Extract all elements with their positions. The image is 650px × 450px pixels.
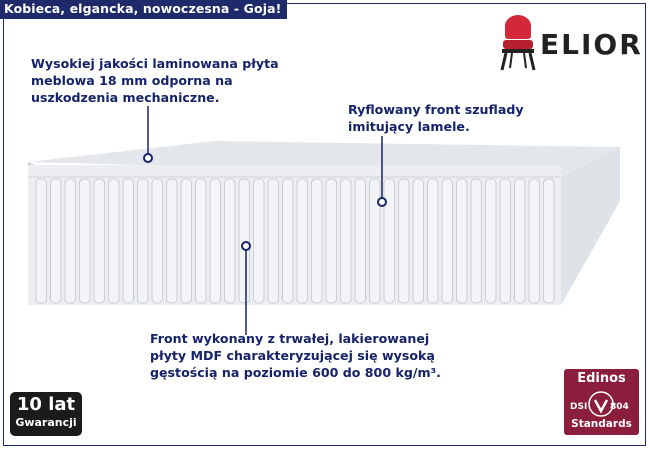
callout-board: Wysokiej jakości laminowana płyta meblow… — [31, 55, 279, 106]
edinos-name: Edinos — [577, 371, 626, 386]
slat — [369, 178, 381, 304]
slat — [35, 178, 47, 304]
callout-mdf: Front wykonany z trwałej, lakierowanej p… — [150, 330, 441, 381]
warranty-years: 10 lat — [16, 394, 76, 415]
marker-board — [143, 153, 153, 163]
marker-mdf — [241, 241, 251, 251]
slat — [253, 178, 265, 304]
slat — [340, 178, 352, 304]
slat — [325, 178, 337, 304]
slat — [209, 178, 221, 304]
slat — [456, 178, 468, 304]
slat — [108, 178, 120, 304]
slat — [267, 178, 279, 304]
edinos-emblem-icon — [588, 391, 614, 417]
slat — [64, 178, 76, 304]
callout-mdf-line: Front wykonany z trwałej, lakierowanej — [150, 331, 430, 346]
slat — [50, 178, 62, 304]
callout-board-line: meblowa 18 mm odporna na — [31, 73, 233, 88]
slat — [282, 178, 294, 304]
callout-board-line: Wysokiej jakości laminowana płyta — [31, 56, 279, 71]
slat — [137, 178, 149, 304]
slat — [398, 178, 410, 304]
slat — [296, 178, 308, 304]
slat — [485, 178, 497, 304]
slat — [151, 178, 163, 304]
callout-mdf-line: gęstością na poziomie 600 do 800 kg/m³. — [150, 365, 441, 380]
slat — [238, 178, 250, 304]
slat — [514, 178, 526, 304]
marker-front — [377, 197, 387, 207]
slat — [441, 178, 453, 304]
brand-name: ELIOR — [540, 28, 643, 61]
image-frame — [3, 3, 646, 446]
edinos-standards: Standards — [571, 418, 632, 430]
slat — [224, 178, 236, 304]
edinos-dsi: DSI — [570, 402, 588, 412]
slat — [543, 178, 555, 304]
callout-front: Ryflowany front szuflady imitujący lamel… — [348, 101, 524, 135]
chair-icon — [500, 15, 536, 71]
callout-mdf-line: płyty MDF charakteryzującej się wysoką — [150, 348, 435, 363]
callout-front-line: imitujący lamele. — [348, 119, 470, 134]
drawer-slats — [35, 178, 555, 304]
warranty-label: Gwarancji — [15, 416, 77, 429]
slat — [180, 178, 192, 304]
slat — [499, 178, 511, 304]
callout-front-line: Ryflowany front szuflady — [348, 102, 524, 117]
slat — [79, 178, 91, 304]
slat — [470, 178, 482, 304]
page-title: Kobieca, elgancka, nowoczesna - Goja! — [0, 0, 288, 19]
slat — [122, 178, 134, 304]
slat — [311, 178, 323, 304]
slat — [195, 178, 207, 304]
slat — [383, 178, 395, 304]
slat — [427, 178, 439, 304]
slat — [528, 178, 540, 304]
edinos-number: 804 — [610, 402, 629, 412]
slat — [93, 178, 105, 304]
slat — [354, 178, 366, 304]
callout-board-line: uszkodzenia mechaniczne. — [31, 90, 220, 105]
slat — [412, 178, 424, 304]
slat — [166, 178, 178, 304]
edinos-badge: Edinos DSI 804 Standards — [564, 369, 639, 435]
brand-logo: ELIOR — [496, 12, 646, 78]
warranty-badge: 10 lat Gwarancji — [10, 392, 82, 436]
